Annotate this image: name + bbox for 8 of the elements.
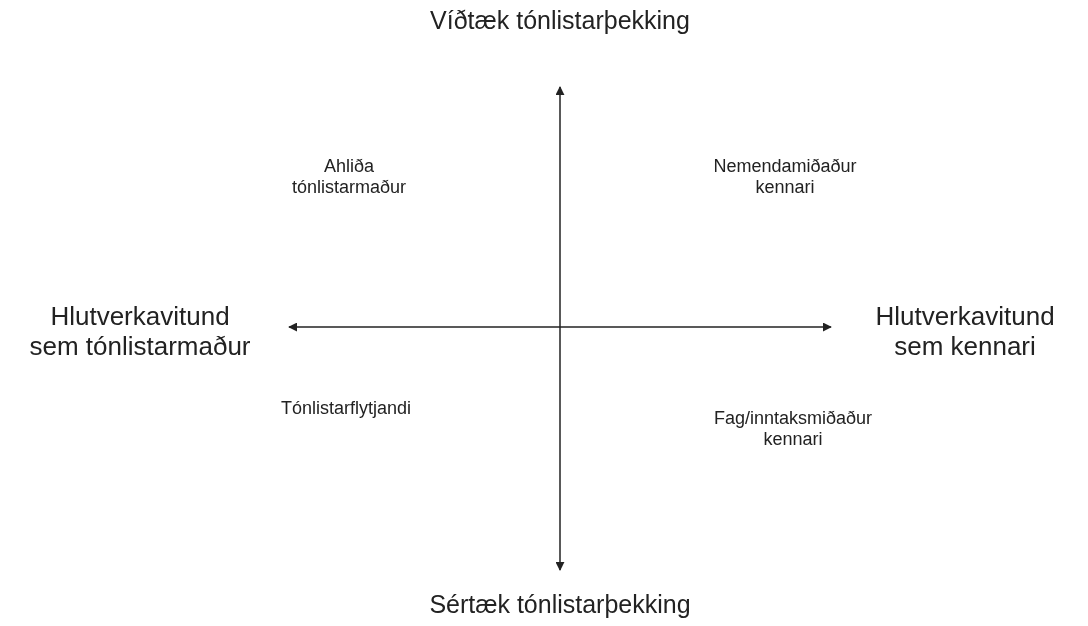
- axis-label: Sértæk tónlistarþekking: [428, 590, 692, 619]
- quadrant-label: Nemendamiðaður kennari: [712, 156, 858, 198]
- axis-label: Víðtæk tónlistarþekking: [429, 6, 691, 35]
- axis-label: Hlutverkavitund sem kennari: [874, 302, 1056, 362]
- quadrant-label: Fag/inntaksmiðaður kennari: [712, 408, 874, 450]
- quadrant-label: Ahliða tónlistarmaður: [290, 156, 407, 198]
- quadrant-label: Tónlistarflytjandi: [279, 398, 413, 419]
- axis-label: Hlutverkavitund sem tónlistarmaður: [28, 302, 252, 362]
